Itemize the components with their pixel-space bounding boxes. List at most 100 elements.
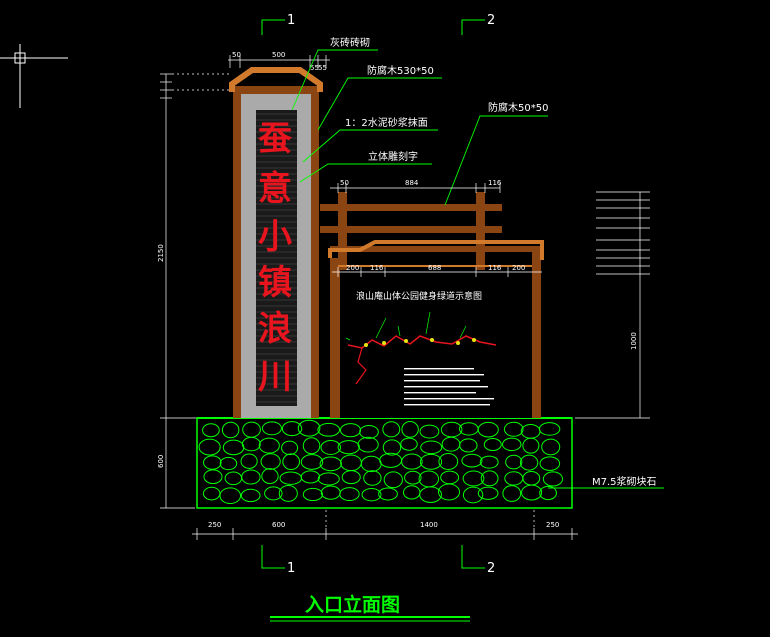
stone [505,454,523,470]
stone [404,470,422,485]
svg-text:116: 116 [488,179,502,187]
svg-text:884: 884 [405,179,419,187]
svg-text:2150: 2150 [157,244,165,262]
svg-text:1: 1 [287,13,295,28]
legend-line [404,368,474,370]
stone [278,484,298,502]
svg-text:200: 200 [346,264,359,272]
stone [542,471,564,487]
stone [477,421,499,438]
svg-text:1: 1 [287,561,295,576]
stone [261,468,279,485]
stone [300,454,324,470]
svg-text:2: 2 [487,561,495,576]
svg-text:小: 小 [258,217,292,257]
stone [401,421,419,438]
carved-characters: 蚕 意 小 镇 浪 川 [258,119,292,397]
section-marker-top-2: 2 [461,13,495,35]
drawing-title: 入口立面图 [270,593,470,622]
stone [502,485,522,502]
mid-dimensions [330,183,542,277]
stone [281,440,299,456]
stone [319,456,342,472]
legend-line [404,374,484,376]
stone [477,486,499,500]
svg-text:200: 200 [512,264,525,272]
pillar-cap [229,67,323,92]
top-dimensions [228,55,330,68]
stone [438,452,459,470]
stone [260,453,281,470]
svg-text:250: 250 [546,521,559,529]
stone [361,487,382,502]
note-carving: 立体雕刻字 [368,150,418,163]
right-dimensions [575,191,650,419]
stone [241,469,261,485]
stone-foundation [196,417,573,509]
stone [320,440,342,455]
legend-line [404,398,494,400]
stone [503,421,524,437]
stone [461,453,483,468]
stone [264,486,283,501]
stone [240,488,261,503]
stone [502,437,522,452]
svg-text:意: 意 [258,169,292,209]
section-marker-top-1: 1 [261,13,295,35]
stone [198,438,221,456]
svg-text:500: 500 [272,51,285,59]
svg-text:600: 600 [272,521,285,529]
svg-text:2: 2 [487,13,495,28]
frame-outline [328,240,544,267]
svg-text:55: 55 [318,64,327,72]
stone [539,485,557,501]
stone [341,470,361,485]
stone [241,436,261,452]
stone [521,484,543,501]
stone [437,483,461,501]
stone [282,453,301,470]
stone [337,440,360,455]
stone [420,440,443,455]
legend-line [404,386,488,388]
legend-line [404,380,480,382]
stone [401,453,423,470]
stone [419,486,442,503]
annotation-leaders [291,49,664,489]
svg-text:1400: 1400 [420,521,438,529]
stone [382,439,402,456]
stone [240,453,258,469]
stone [483,438,502,452]
stone [522,437,540,454]
stone [219,487,242,505]
stone [400,437,418,451]
stone [359,424,379,439]
stone [221,421,240,439]
stone [479,455,499,469]
stone [357,436,379,453]
stone [541,438,561,456]
svg-text:镇: 镇 [258,263,292,303]
stone [302,437,321,455]
svg-text:116: 116 [488,264,502,272]
stone [539,456,561,471]
svg-text:蚕: 蚕 [258,119,292,159]
stone [383,471,403,489]
stone-pillar [233,86,319,418]
svg-text:688: 688 [428,264,441,272]
stone [258,437,280,454]
svg-text:50: 50 [232,51,241,59]
svg-text:600: 600 [157,455,165,468]
stone [382,421,401,438]
stone [281,421,303,437]
svg-text:浪山庵山体公园健身绿道示意图: 浪山庵山体公园健身绿道示意图 [356,290,482,302]
stone [302,487,324,502]
note-timber-530: 防腐木530*50 [367,64,434,77]
stone [317,472,340,486]
stone [378,487,398,501]
sign-board: 浪山庵山体公园健身绿道示意图 [340,270,532,418]
cad-cursor [0,44,68,108]
section-marker-bottom-2: 2 [461,545,495,576]
stone [462,486,484,504]
